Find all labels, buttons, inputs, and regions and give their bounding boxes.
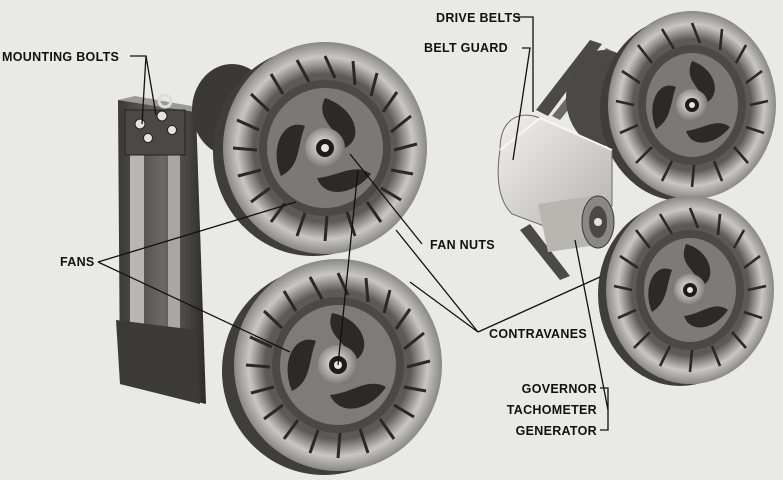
label-fan-nuts: FAN NUTS (430, 238, 495, 252)
right-fan-assembly (497, 11, 776, 386)
callout-labels: MOUNTING BOLTS FANS DRIVE BELTS BELT GUA… (2, 11, 597, 438)
leader-lines (97, 16, 609, 431)
label-drive-belts: DRIVE BELTS (436, 11, 521, 25)
label-mounting-bolts: MOUNTING BOLTS (2, 50, 119, 64)
label-governor: GOVERNOR (522, 382, 597, 396)
label-belt-guard: BELT GUARD (424, 41, 508, 55)
upper-fan (213, 42, 427, 256)
right-upper-fan (600, 11, 776, 201)
label-contravanes: CONTRAVANES (489, 327, 587, 341)
right-lower-fan (598, 196, 774, 386)
governor-tachometer-generator (538, 195, 615, 252)
mounting-frame (116, 96, 214, 404)
label-tachometer: TACHOMETER (507, 403, 597, 417)
label-generator: GENERATOR (516, 424, 597, 438)
label-fans: FANS (60, 255, 95, 269)
lower-fan (222, 259, 442, 475)
left-fan-assembly (116, 42, 442, 475)
